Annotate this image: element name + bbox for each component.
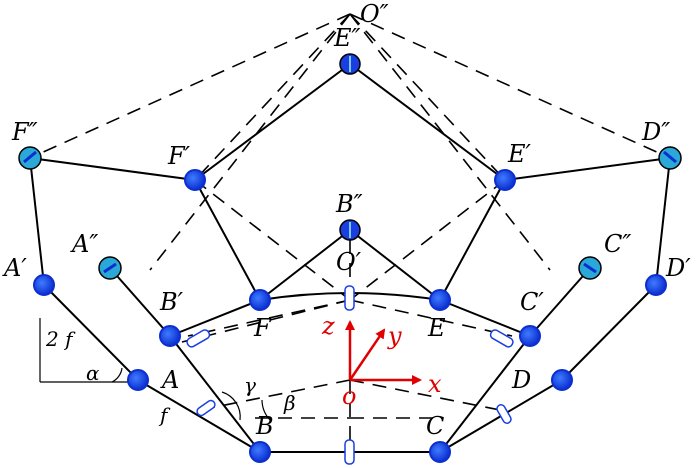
joint-C2: [578, 256, 602, 280]
joint-A1: [33, 274, 55, 296]
joint-E: [429, 289, 451, 311]
solid-link-lines: [29, 63, 671, 453]
y-axis-label: y: [387, 322, 402, 350]
reference-lines: [39, 318, 271, 421]
label-F1: F′: [167, 142, 191, 170]
label-f: f: [158, 403, 171, 427]
rod-connector: [196, 399, 216, 417]
label-O2: O″: [360, 0, 389, 28]
label-alpha: α: [86, 361, 100, 385]
label-F2: F″: [11, 118, 38, 146]
z-axis-label: z: [321, 312, 335, 340]
joint-D1: [645, 274, 667, 296]
label-B2: B″: [335, 190, 363, 218]
label-D1: D′: [665, 254, 691, 282]
label-C1: C′: [520, 288, 544, 316]
point-labels: O″ E″ F″ D″ F′ E′ B″ A″ C″ A′ D′ O′ B′ C…: [2, 0, 691, 440]
y-axis-arrow: [348, 328, 386, 381]
rod-connector: [344, 285, 355, 311]
label-D2: D″: [641, 118, 670, 146]
label-gamma: γ: [244, 373, 256, 397]
joint-B: [249, 441, 271, 463]
label-C: C: [426, 412, 444, 440]
joint-F2: [18, 146, 42, 170]
label-2f: 2 f: [45, 327, 76, 351]
label-A2: A″: [70, 230, 98, 258]
rod-connector: [186, 329, 211, 348]
label-E2: E″: [333, 24, 361, 52]
joints: [18, 53, 682, 463]
joint-E1: [494, 169, 516, 191]
origin-label: o: [342, 382, 356, 410]
label-C2: C″: [604, 230, 631, 258]
label-D: D: [511, 366, 531, 394]
label-B1: B′: [159, 288, 184, 316]
joint-E2: [339, 53, 361, 75]
joint-D2: [658, 146, 682, 170]
rod-connector: [344, 439, 355, 465]
label-E: E: [427, 314, 446, 342]
joint-C: [429, 441, 451, 463]
joint-D: [551, 369, 573, 391]
joint-B2: [339, 219, 361, 241]
joint-A2: [98, 256, 122, 280]
label-A: A: [160, 366, 179, 394]
label-E1: E′: [507, 140, 532, 168]
joint-C1: [519, 325, 541, 347]
rod-connectors: [186, 285, 514, 465]
x-axis-label: x: [428, 370, 442, 398]
rod-connector: [496, 404, 512, 424]
label-F: F: [253, 314, 272, 342]
label-O1: O′: [336, 248, 362, 276]
coordinate-axes: x z y o: [321, 312, 442, 410]
label-A1: A′: [2, 254, 27, 282]
joint-F: [249, 289, 271, 311]
label-beta: β: [283, 391, 296, 415]
rod-connector: [489, 329, 514, 348]
joint-A: [127, 369, 149, 391]
joint-F1: [184, 169, 206, 191]
label-B: B: [255, 412, 274, 440]
joint-B1: [159, 325, 181, 347]
